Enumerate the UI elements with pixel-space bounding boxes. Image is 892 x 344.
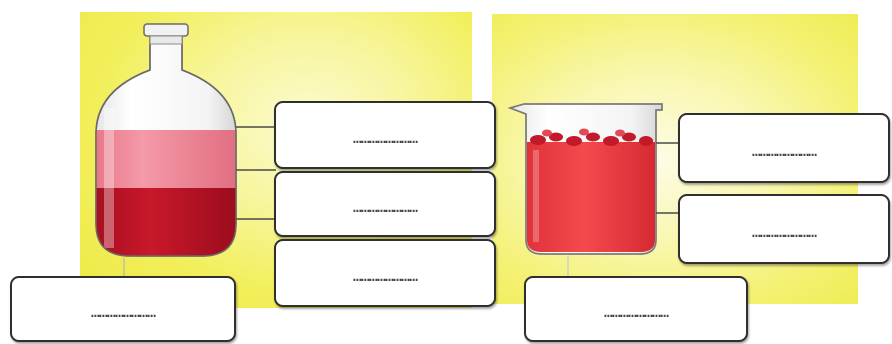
label-dots: …………………… xyxy=(91,303,155,321)
bottle-label-top[interactable]: …………………… xyxy=(274,101,496,169)
beaker-label-below[interactable]: …………………… xyxy=(524,276,748,342)
label-dots: …………………… xyxy=(353,129,417,147)
beaker-red-liquid xyxy=(527,142,655,252)
label-dots: …………………… xyxy=(353,267,417,285)
beaker xyxy=(510,104,662,254)
bottle-label-middle[interactable]: …………………… xyxy=(274,171,496,237)
bottle-lip xyxy=(144,24,188,36)
beaker-label-bottom[interactable]: …………………… xyxy=(678,194,890,264)
bottle-leader-lines xyxy=(236,127,276,219)
label-dots: …………………… xyxy=(752,142,816,160)
bottle xyxy=(90,24,240,260)
bottle-label-bottom[interactable]: …………………… xyxy=(274,239,496,307)
label-dots: …………………… xyxy=(604,303,668,321)
beaker-label-top[interactable]: …………………… xyxy=(678,113,890,183)
label-dots: …………………… xyxy=(353,198,417,216)
bottle-label-below[interactable]: …………………… xyxy=(10,276,236,342)
beaker-leader-lines xyxy=(656,143,680,213)
label-dots: …………………… xyxy=(752,223,816,241)
